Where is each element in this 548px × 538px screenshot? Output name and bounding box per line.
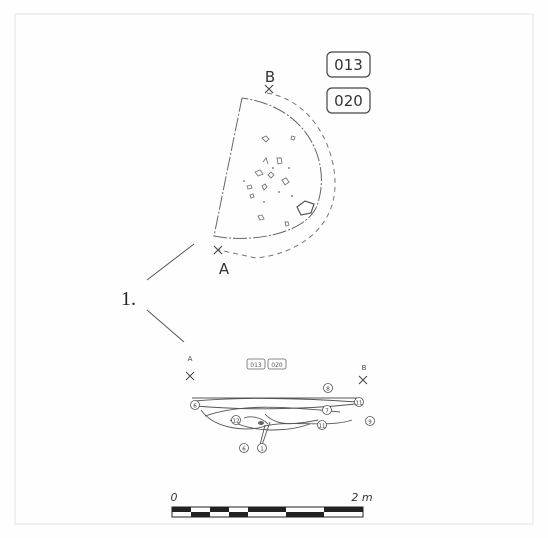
svg-text:11: 11 — [319, 424, 326, 430]
svg-text:9: 9 — [368, 420, 372, 426]
section-point-a-label: A — [188, 355, 193, 363]
layer-label-7: 7 — [322, 405, 332, 415]
svg-text:8: 8 — [326, 387, 330, 393]
layer-label-11a: 11 — [354, 397, 364, 407]
layer-label-6b: 6 — [239, 443, 249, 453]
svg-text:1: 1 — [260, 447, 264, 453]
context-label-013: 013 — [334, 56, 363, 74]
sheet-frame — [14, 13, 534, 525]
scale-bar-start-label: 0 — [171, 491, 178, 504]
plan-point-b-marker — [264, 84, 274, 94]
layer-label-8: 8 — [323, 383, 333, 393]
layer-label-6a: 6 — [190, 400, 200, 410]
plan-outer-edge — [218, 92, 336, 259]
figure-label: 1. — [121, 288, 136, 310]
section-point-b-marker — [358, 375, 368, 385]
layer-label-11b: 11 — [317, 420, 327, 430]
leader-line-section — [146, 309, 185, 343]
svg-text:6: 6 — [242, 447, 246, 453]
plan-point-a-label: A — [219, 260, 230, 278]
section-context-label-020: 020 — [271, 362, 283, 369]
section-context-box-020: 020 — [267, 358, 287, 370]
section-context-label-013: 013 — [250, 362, 262, 369]
context-box-020: 020 — [326, 87, 371, 114]
scale-bar-end-label: 2 m — [351, 491, 372, 504]
layer-label-1: 1 — [257, 443, 267, 453]
section-context-box-013: 013 — [246, 358, 266, 370]
context-label-020: 020 — [334, 92, 363, 110]
leader-line-plan — [146, 243, 195, 281]
context-box-013: 013 — [326, 51, 371, 78]
plan-inclusions — [246, 135, 315, 227]
section-stone — [258, 421, 264, 425]
layer-label-12: 12 — [231, 415, 241, 425]
section-point-b-label: B — [362, 364, 367, 372]
section-point-a-marker — [185, 371, 195, 381]
section-layer-lines — [192, 397, 360, 446]
feature-plan: B A — [213, 68, 336, 278]
plan-point-a-marker — [213, 245, 223, 255]
svg-text:6: 6 — [193, 404, 197, 410]
plan-feature-outline — [213, 97, 322, 239]
svg-text:7: 7 — [325, 409, 329, 415]
feature-section: A B 013 020 6 — [185, 355, 375, 453]
svg-text:11: 11 — [356, 401, 363, 407]
scale-bar: 0 2 m — [171, 491, 373, 518]
plan-dots — [243, 167, 293, 203]
svg-text:12: 12 — [233, 419, 240, 425]
plan-point-b-label: B — [265, 68, 275, 86]
layer-label-9: 9 — [365, 416, 375, 426]
